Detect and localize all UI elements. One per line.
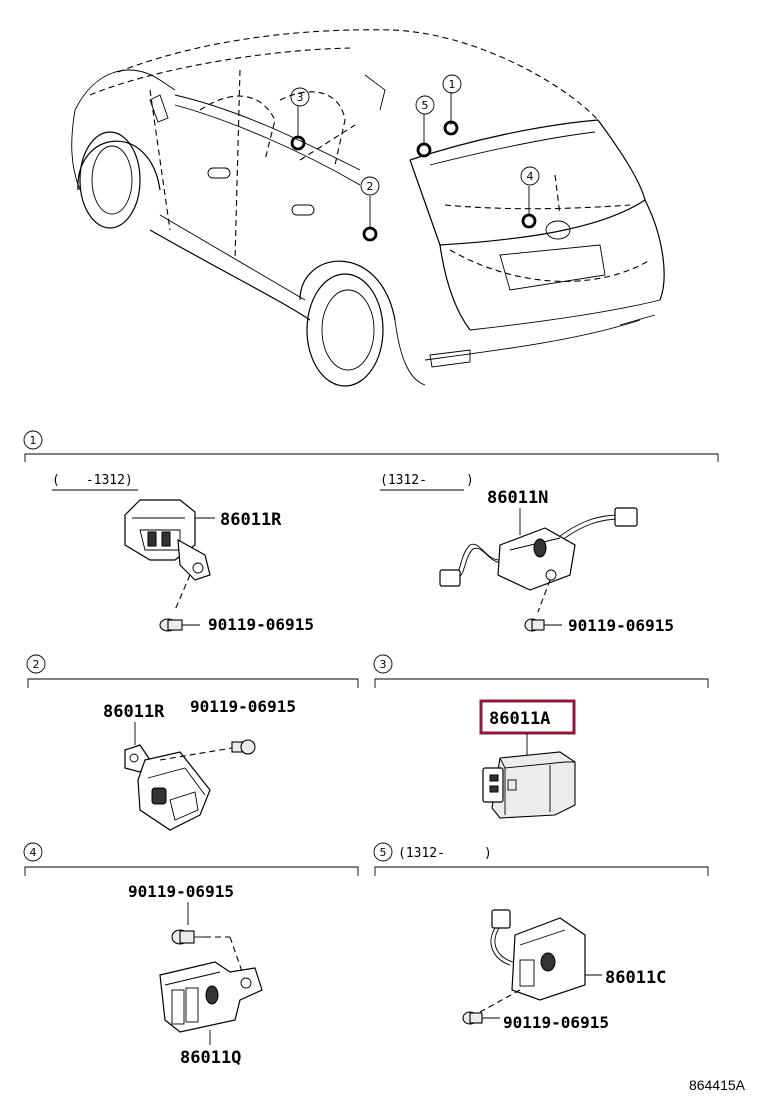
section-4-number: 4 — [30, 846, 37, 859]
section-3-part-number: 86011A — [489, 709, 550, 729]
section-1a-bolt-number: 90119-06915 — [208, 615, 314, 634]
location-1-label: 1 — [449, 78, 456, 91]
location-3-label: 3 — [297, 91, 304, 104]
section-4: 4 90119-06915 86011Q — [23, 842, 359, 1068]
section-1b-bolt-number: 90119-06915 — [568, 616, 674, 635]
figure-id: 864415A — [689, 1077, 746, 1093]
section-2-bolt — [231, 739, 256, 755]
section-5: 5 (1312- ) 86011C 90119-06915 — [373, 842, 709, 1032]
section-5-number: 5 — [380, 846, 387, 859]
section-4-bolt-number: 90119-06915 — [128, 882, 234, 901]
section-4-actuator — [159, 961, 263, 1033]
section-1b-bolt — [524, 618, 562, 632]
section-5-actuator — [490, 909, 602, 1001]
section-1b-actuator — [439, 507, 638, 591]
section-2-bolt-number: 90119-06915 — [190, 697, 296, 716]
location-2-label: 2 — [367, 180, 374, 193]
section-1-number: 1 — [30, 434, 37, 447]
section-1: 1 ( -1312) 86011R 90119-06915 (1312- ) 8… — [23, 430, 719, 635]
section-3: 3 86011A — [373, 654, 709, 819]
section-1b-range: (1312- ) — [380, 473, 474, 488]
section-2-actuator — [124, 744, 211, 831]
section-5-bolt — [462, 1011, 500, 1025]
section-5-part-number: 86011C — [605, 968, 666, 988]
section-4-part-number: 86011Q — [180, 1048, 241, 1068]
section-1b-part-number: 86011N — [487, 488, 548, 508]
section-2: 2 86011R 90119-06915 — [26, 654, 359, 831]
section-3-number: 3 — [380, 658, 387, 671]
section-5-range: (1312- ) — [398, 846, 492, 861]
section-3-module — [482, 751, 576, 819]
location-4-label: 4 — [527, 170, 534, 183]
car-illustration — [71, 29, 665, 387]
section-4-bolt — [171, 929, 208, 945]
section-1a-actuator — [124, 499, 215, 581]
section-1a-part-number: 86011R — [220, 510, 282, 530]
section-2-number: 2 — [33, 658, 40, 671]
location-markers: 1 2 3 4 5 — [290, 74, 540, 242]
location-5-label: 5 — [422, 99, 429, 112]
section-2-part-number: 86011R — [103, 702, 165, 722]
section-1a-range: ( -1312) — [52, 473, 133, 488]
section-1a-bolt — [159, 618, 200, 632]
highlight-box — [479, 699, 576, 735]
section-5-bolt-number: 90119-06915 — [503, 1013, 609, 1032]
